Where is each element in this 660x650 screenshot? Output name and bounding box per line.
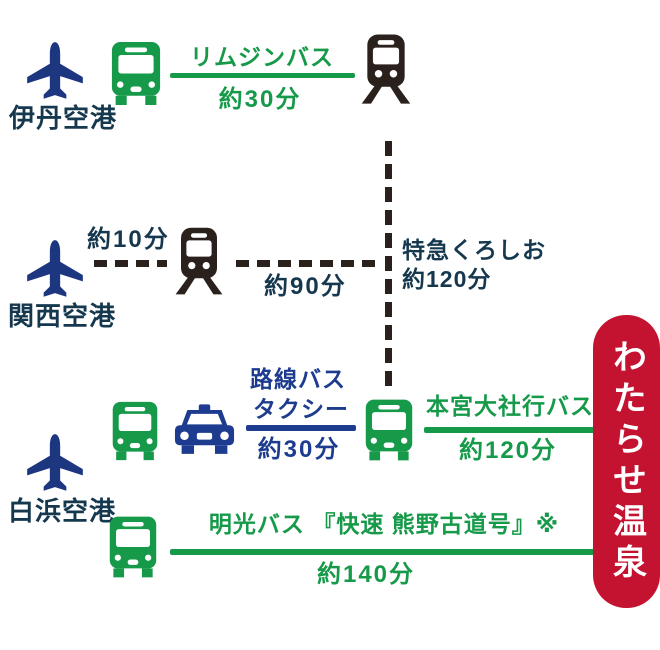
airplane-icon: [24, 40, 86, 106]
route-line-hongu: [424, 427, 597, 433]
bus-icon: [364, 398, 414, 462]
meiko-bus-label: 明光バス 『快速 熊野古道号』※: [208, 511, 560, 537]
airplane-icon: [24, 238, 86, 304]
kansai-leg2-time: 約90分: [264, 273, 347, 300]
bus-icon: [108, 516, 158, 578]
route-line-meiko: [170, 549, 599, 555]
hongu-time: 約120分: [458, 437, 558, 464]
taxi-label: タクシー: [253, 396, 349, 422]
local-bus-label: 路線バス: [250, 366, 346, 392]
shirahama-airport-label: 白浜空港: [8, 496, 117, 526]
kansai-airport-label: 関西空港: [8, 301, 117, 331]
meiko-time: 約140分: [316, 561, 416, 588]
hongu-bus-label: 本宮大社行バス: [426, 393, 594, 419]
kuroshio-label: 特急くろしお: [402, 237, 546, 263]
kuroshio-time: 約120分: [402, 266, 492, 292]
route-line-limousine: [170, 73, 355, 78]
destination-label: わたらせ温泉: [607, 338, 646, 585]
route-line-kansai-leg2: [236, 260, 383, 267]
route-line-kansai-leg1: [94, 260, 167, 267]
route-line-local: [246, 425, 356, 431]
route-line-kuroshio-vertical: [385, 141, 392, 392]
bus-icon: [110, 42, 162, 105]
kansai-leg1-time: 約10分: [87, 226, 170, 253]
train-icon: [172, 226, 226, 298]
itami-airport-label: 伊丹空港: [9, 103, 118, 133]
taxi-icon: [174, 402, 235, 460]
limousine-bus-label: リムジンバス: [190, 44, 334, 70]
limousine-time: 約30分: [218, 86, 302, 113]
train-icon: [358, 33, 414, 107]
destination-badge: わたらせ温泉: [593, 315, 660, 608]
airplane-icon: [24, 432, 86, 498]
bus-icon: [111, 400, 159, 462]
local-time: 約30分: [257, 436, 341, 463]
